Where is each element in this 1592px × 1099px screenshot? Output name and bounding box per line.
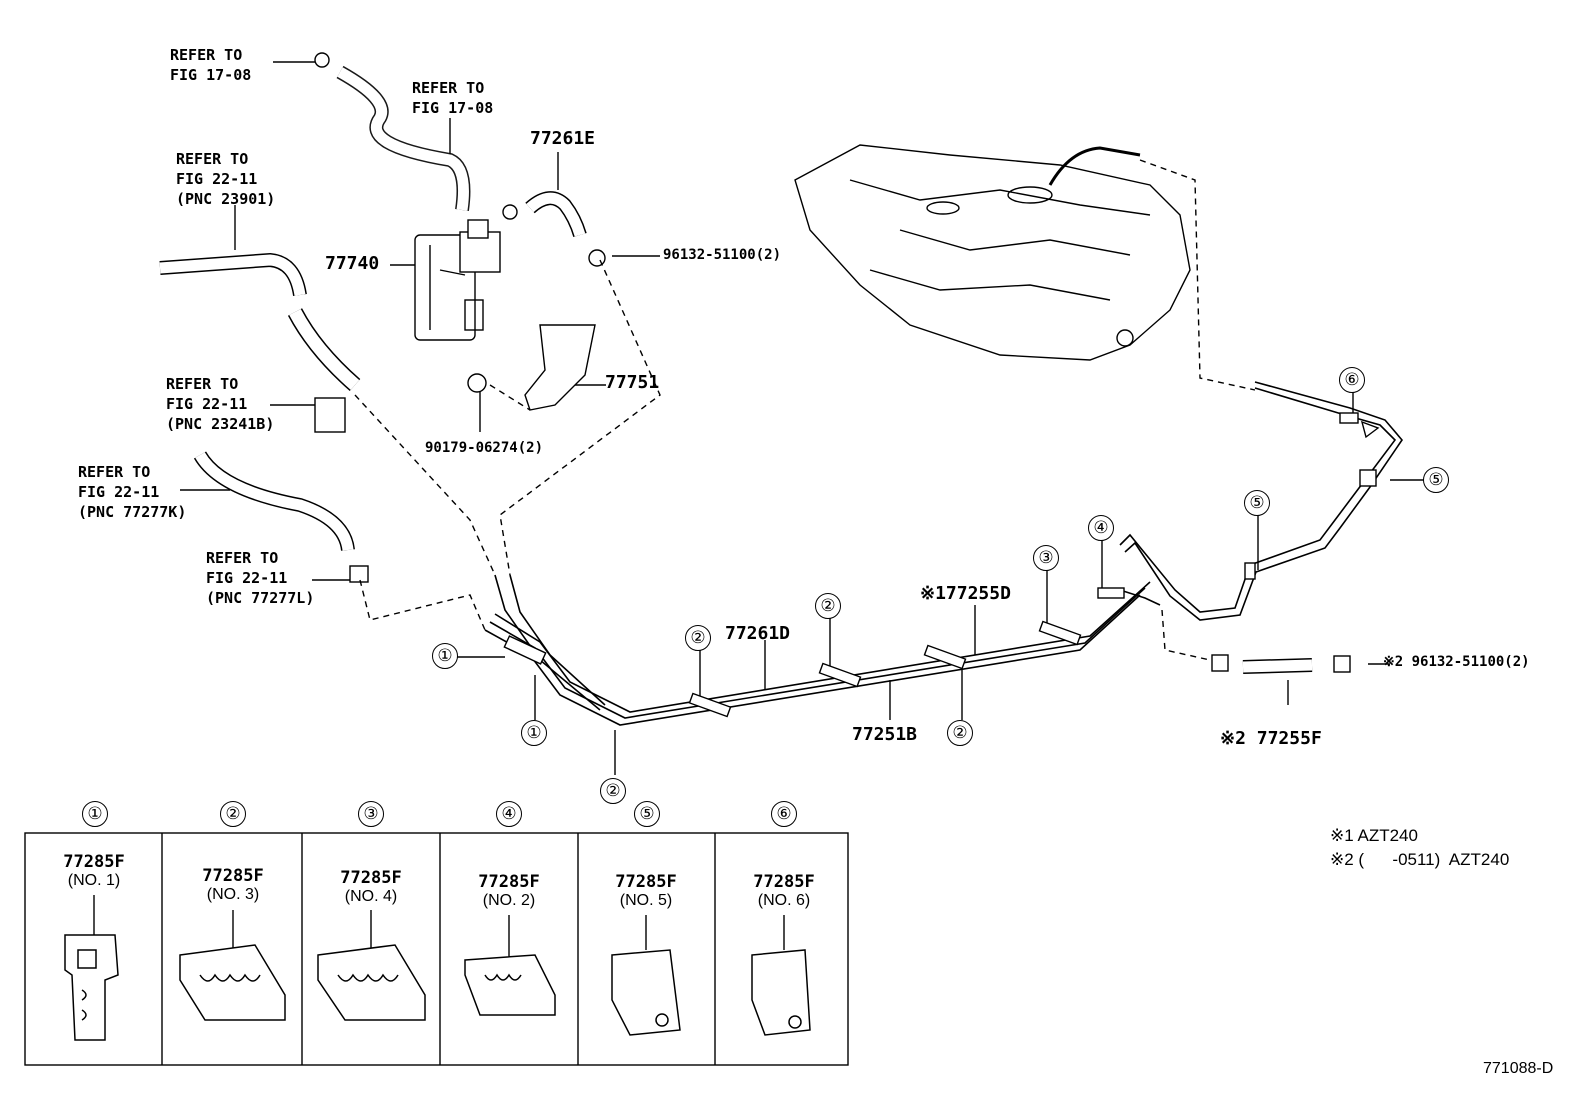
part-77261e: 77261E	[530, 128, 596, 149]
refer-fig-22-11-pnc-77277k: REFER TO FIG 22-11 (PNC 77277K)	[78, 463, 187, 521]
part-77740: 77740	[325, 253, 380, 274]
part-77751: 77751	[605, 372, 660, 393]
clamp-4-sub: (NO. 2)	[482, 892, 536, 909]
part-77251b: 77251B	[852, 724, 918, 745]
table-callout-5: ⑤	[634, 801, 660, 827]
table-callout-6: ⑥	[771, 801, 797, 827]
clamp-6-part: 77285F	[753, 872, 815, 892]
note-1: ※1 AZT240	[1330, 826, 1418, 845]
clamp-3-sub: (NO. 4)	[344, 888, 398, 905]
note-2: ※2 ( -0511) AZT240	[1330, 850, 1510, 869]
clamp-5-part: 77285F	[615, 872, 677, 892]
clamp-6-sub: (NO. 6)	[757, 892, 811, 909]
clamp-1-part: 77285F	[63, 852, 125, 872]
part-77261d: 77261D	[725, 623, 791, 644]
callout-5: ⑤	[1244, 490, 1270, 516]
callout-2: ②	[600, 778, 626, 804]
table-callout-4: ④	[496, 801, 522, 827]
callout-2: ②	[815, 593, 841, 619]
refer-fig-22-11-pnc-23901: REFER TO FIG 22-11 (PNC 23901)	[176, 150, 276, 208]
clamp-2-part: 77285F	[202, 866, 264, 886]
refer-fig-17-08-b: REFER TO FIG 17-08	[412, 79, 494, 117]
table-callout-2: ②	[220, 801, 246, 827]
clamp-3-part: 77285F	[340, 868, 402, 888]
clamp-2-sub: (NO. 3)	[206, 886, 260, 903]
part-96132-51100-b: ※2 96132-51100(2)	[1383, 654, 1530, 670]
refer-fig-22-11-pnc-77277l: REFER TO FIG 22-11 (PNC 77277L)	[206, 549, 315, 607]
table-callout-1: ①	[82, 801, 108, 827]
callout-6: ⑥	[1339, 367, 1365, 393]
callout-4: ④	[1088, 515, 1114, 541]
clamp-1-sub: (NO. 1)	[67, 872, 121, 889]
callout-2: ②	[685, 625, 711, 651]
part-77255f: ※2 77255F	[1220, 728, 1322, 749]
callout-3: ③	[1033, 545, 1059, 571]
callout-1: ①	[521, 720, 547, 746]
callout-1: ①	[432, 643, 458, 669]
part-96132-51100-a: 96132-51100(2)	[663, 247, 782, 263]
refer-fig-17-08-a: REFER TO FIG 17-08	[170, 46, 252, 84]
figure-id: 771088-D	[1483, 1060, 1554, 1077]
part-90179-06274: 90179-06274(2)	[425, 440, 544, 456]
table-callout-3: ③	[358, 801, 384, 827]
clamp-5-sub: (NO. 5)	[619, 892, 673, 909]
callout-2: ②	[947, 720, 973, 746]
part-77255d: ※177255D	[920, 583, 1011, 604]
callout-5: ⑤	[1423, 467, 1449, 493]
refer-fig-22-11-pnc-23241b: REFER TO FIG 22-11 (PNC 23241B)	[166, 375, 275, 433]
clamp-4-part: 77285F	[478, 872, 540, 892]
